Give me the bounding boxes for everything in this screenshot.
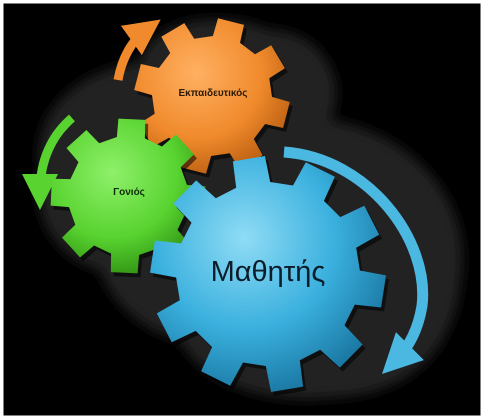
gear-green-body (50, 118, 206, 274)
parent-gear (50, 118, 209, 278)
orange-arrow (113, 19, 161, 81)
student-label: Μαθητής (210, 256, 326, 288)
educator-label: Εκπαιδευτικός (178, 88, 248, 99)
gear-blue-body (150, 156, 386, 392)
green-arrow (22, 114, 76, 210)
blue-arrow (283, 146, 429, 375)
gear-orange-body (134, 18, 290, 174)
student-gear (150, 156, 389, 396)
parent-label: Γονιός (113, 187, 145, 198)
